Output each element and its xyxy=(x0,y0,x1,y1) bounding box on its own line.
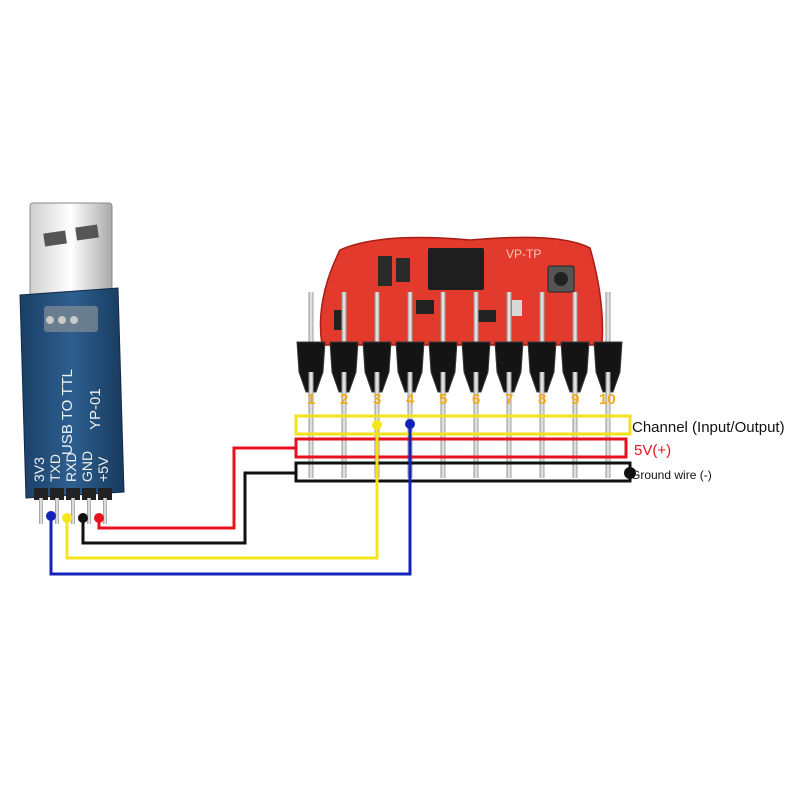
servo-connector-9 xyxy=(560,292,590,478)
servo-connector-8 xyxy=(527,292,557,478)
servo-connector-10 xyxy=(593,292,623,478)
wires xyxy=(49,425,412,576)
adapter-pcb xyxy=(19,287,125,499)
adapter-model: YP-01 xyxy=(87,388,104,430)
channel-number-6: 6 xyxy=(472,391,480,408)
wire-dot-yellow xyxy=(62,513,72,523)
channel-number-5: 5 xyxy=(439,391,447,408)
servo-connector-5 xyxy=(428,292,458,478)
wire-blue-txd xyxy=(49,425,412,576)
usb-plug xyxy=(29,202,113,304)
servo-board: VP-TP xyxy=(296,236,623,478)
board-mcu-chip xyxy=(428,248,484,290)
channel-label: Channel (Input/Output) xyxy=(632,419,785,436)
signal-row-outline xyxy=(294,414,632,436)
servo-connectors xyxy=(296,292,623,478)
adapter-header-pins xyxy=(34,488,112,524)
board-silk-text: VP-TP xyxy=(506,247,541,261)
wire-red-5v xyxy=(97,446,296,530)
channel-number-4: 4 xyxy=(406,391,415,408)
adapter-pin-3v3: 3V3 xyxy=(31,457,47,482)
channel-number-10: 10 xyxy=(599,391,616,408)
servo-connector-1 xyxy=(296,292,326,478)
wire-dot-blue xyxy=(46,511,56,521)
servo-connector-6 xyxy=(461,292,491,478)
channel-number-1: 1 xyxy=(307,391,315,408)
channel-number-3: 3 xyxy=(373,391,381,408)
usb-plug-slot-1 xyxy=(43,230,67,247)
usb-ttl-adapter: USB TO TTL YP-01 3V3 TXD RXD GND +5V xyxy=(19,202,125,524)
channel-number-9: 9 xyxy=(571,391,579,408)
power-label: 5V(+) xyxy=(634,442,671,459)
servo-connector-7 xyxy=(494,292,524,478)
adapter-pin-5v: +5V xyxy=(95,456,111,482)
wire-black-gnd xyxy=(81,471,296,545)
wire-dot-red xyxy=(94,513,104,523)
servo-connector-2 xyxy=(329,292,359,478)
ground-terminal-dot xyxy=(624,467,636,479)
ground-label: Ground wire (-) xyxy=(631,468,712,482)
channel-numbers: 1 2 3 4 5 6 7 8 9 10 xyxy=(307,391,616,408)
wire-dot-black xyxy=(78,513,88,523)
channel-number-8: 8 xyxy=(538,391,546,408)
usb-plug-slot-2 xyxy=(75,224,99,241)
wire-dot-yellow-ch3 xyxy=(372,420,382,430)
channel-number-2: 2 xyxy=(340,391,348,408)
channel-number-7: 7 xyxy=(505,391,513,408)
adapter-pin-rxd: RXD xyxy=(63,452,79,482)
wire-yellow-rxd xyxy=(65,425,379,560)
wire-dot-blue-ch4 xyxy=(405,419,415,429)
adapter-pin-txd: TXD xyxy=(47,454,63,482)
adapter-pin-gnd: GND xyxy=(79,451,95,482)
adapter-title: USB TO TTL xyxy=(59,369,76,455)
